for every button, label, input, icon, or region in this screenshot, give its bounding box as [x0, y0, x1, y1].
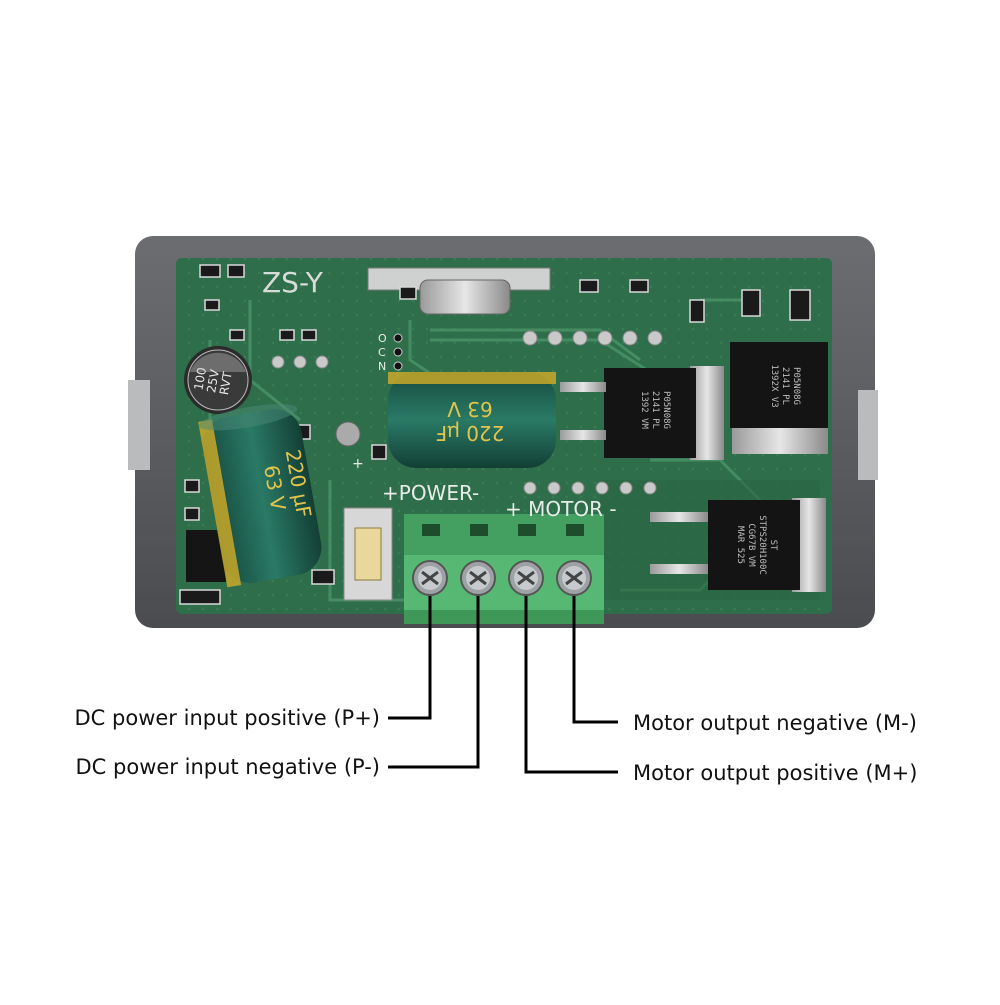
crystal-oscillator	[419, 279, 511, 315]
via-row-mid	[523, 481, 657, 495]
pin-label-c: C	[378, 346, 386, 359]
terminal-screw-3	[508, 560, 544, 596]
callout-power-negative: DC power input negative (P-)	[75, 755, 380, 779]
pin-labels: OCN	[378, 332, 403, 373]
capacitor-center-large	[388, 372, 556, 468]
terminal-screw-1	[412, 560, 448, 596]
trimmer-pad	[335, 421, 361, 447]
callout-motor-negative: Motor output negative (M-)	[633, 711, 917, 735]
callout-motor-positive: Motor output positive (M+)	[633, 761, 918, 785]
cap-small-marking: 10025VRVT	[191, 365, 235, 396]
case-clip-left	[128, 380, 150, 470]
pin-label-o: O	[378, 332, 387, 345]
fuse	[354, 527, 382, 581]
leader-power-positive	[388, 596, 432, 720]
mosfet-3-marking: STSTPS20H100CCG67B VMMAR 525	[735, 515, 778, 575]
mosfet-2-marking: P05N08G2141 PL1392X V3	[769, 364, 801, 407]
via-row-left	[271, 355, 329, 369]
callout-power-positive: DC power input positive (P+)	[74, 706, 380, 730]
capacitor-small	[184, 346, 252, 414]
leader-motor-positive	[524, 596, 618, 774]
case-clip-right	[858, 390, 878, 480]
terminal-screws	[412, 560, 592, 596]
leader-power-negative	[388, 596, 480, 769]
mosfet-1-body	[560, 366, 724, 460]
plus-mark: +	[352, 456, 364, 472]
pin-label-n: N	[378, 360, 386, 373]
terminal-screw-2	[460, 560, 496, 596]
chip-markings: P05N08G2141 PL1392 VM P05N08G2141 PL1392X…	[639, 364, 801, 574]
motor-label: + MOTOR -	[505, 497, 617, 521]
board-model-label: ZS-Y	[262, 266, 324, 299]
capacitor-left-large	[198, 404, 322, 588]
mosfet-3-body	[650, 498, 826, 592]
power-label: +POWER-	[382, 481, 479, 505]
cap-center-large-marking: 220 µF63 V	[436, 397, 505, 445]
smd-components	[179, 264, 811, 605]
mosfet-1-marking: P05N08G2141 PL1392 VM	[639, 391, 671, 430]
leader-motor-negative	[572, 596, 618, 724]
via-row-top	[522, 330, 663, 346]
leader-lines	[388, 596, 618, 774]
terminal-screw-4	[556, 560, 592, 596]
mosfet-2-body	[730, 342, 828, 454]
